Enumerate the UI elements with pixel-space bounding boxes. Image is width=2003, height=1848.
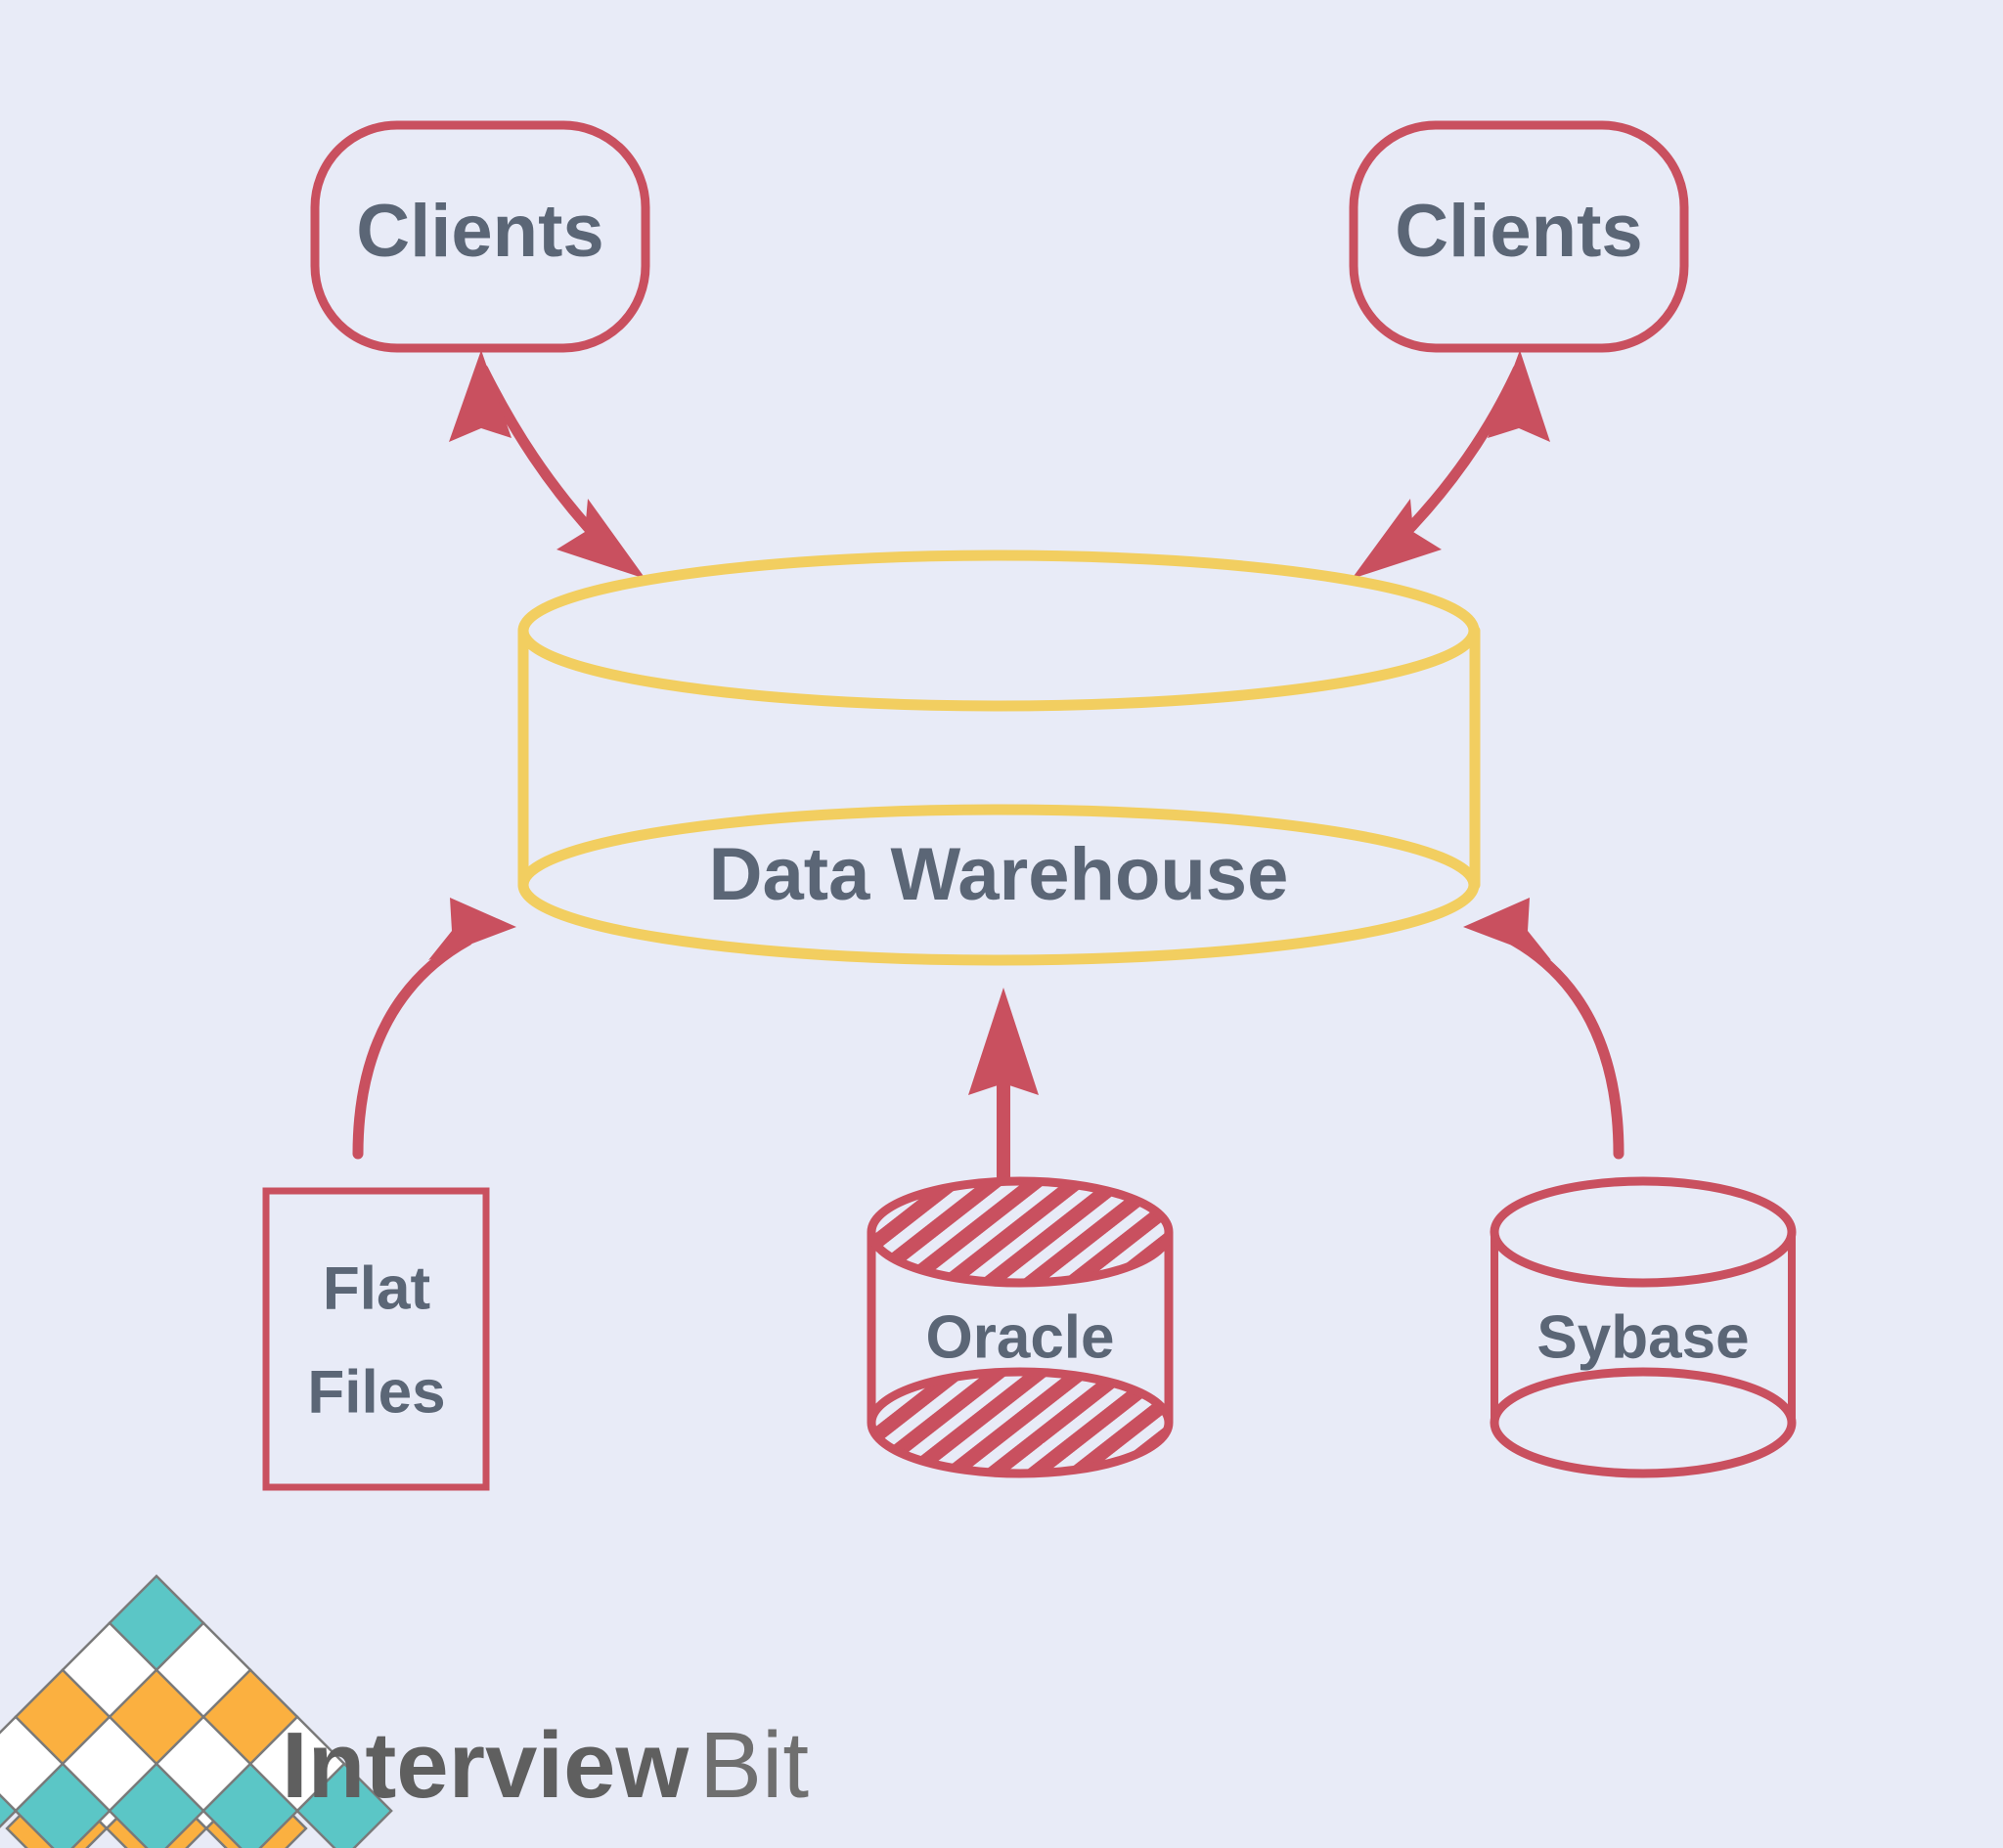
oracle-label: Oracle xyxy=(925,1303,1114,1371)
edge-right-arrowhead-down xyxy=(1352,499,1442,579)
interviewbit-logo[interactable]: Interview Bit xyxy=(0,1574,809,1848)
edge-warehouse-clients-left xyxy=(449,350,645,579)
clients-left-label: Clients xyxy=(356,190,603,273)
flat-files-label-line2: Files xyxy=(307,1358,445,1426)
warehouse-bottom-ellipse xyxy=(517,804,1480,966)
edge-flatfiles-warehouse xyxy=(352,898,516,1160)
edge-sybase-warehouse xyxy=(1463,898,1625,1160)
node-flat-files[interactable]: Flat Files xyxy=(262,1187,490,1491)
flat-files-box[interactable] xyxy=(262,1187,490,1491)
node-clients-left[interactable]: Clients xyxy=(310,120,650,353)
logo-diamond-mark-main xyxy=(0,1574,393,1848)
flat-files-label-line1: Flat xyxy=(323,1254,430,1322)
warehouse-top-ellipse xyxy=(517,550,1480,712)
edge-flatfiles-shaft xyxy=(352,935,473,1160)
sybase-bottom-ellipse xyxy=(1490,1367,1797,1478)
node-oracle[interactable]: Oracle xyxy=(861,1173,1183,1491)
edge-left-arrowhead-up xyxy=(449,350,512,442)
edge-warehouse-clients-right xyxy=(1352,350,1550,579)
edge-sybase-arrowhead xyxy=(1463,898,1551,960)
clients-right-label: Clients xyxy=(1395,190,1642,273)
sybase-top-ellipse xyxy=(1490,1176,1797,1288)
node-sybase[interactable]: Sybase xyxy=(1490,1176,1797,1478)
node-clients-right[interactable]: Clients xyxy=(1349,120,1689,353)
sybase-label: Sybase xyxy=(1536,1303,1749,1371)
edge-left-arrowhead-down xyxy=(556,499,645,579)
edge-oracle-arrowhead xyxy=(968,988,1039,1095)
edge-sybase-shaft xyxy=(1508,935,1625,1160)
oracle-top-ellipse xyxy=(867,1176,1174,1288)
logo-word-bit: Bit xyxy=(699,1713,809,1818)
clients-left-box[interactable] xyxy=(310,120,650,353)
clients-right-box[interactable] xyxy=(1349,120,1689,353)
warehouse-label: Data Warehouse xyxy=(709,833,1289,916)
logo-word-interview: Interview xyxy=(282,1713,689,1818)
oracle-bottom-ellipse xyxy=(867,1367,1174,1478)
node-data-warehouse[interactable]: Data Warehouse xyxy=(517,550,1481,966)
edge-right-arrowhead-up xyxy=(1488,350,1550,442)
edge-flatfiles-arrowhead xyxy=(428,898,516,960)
edge-oracle-warehouse xyxy=(968,988,1039,1183)
